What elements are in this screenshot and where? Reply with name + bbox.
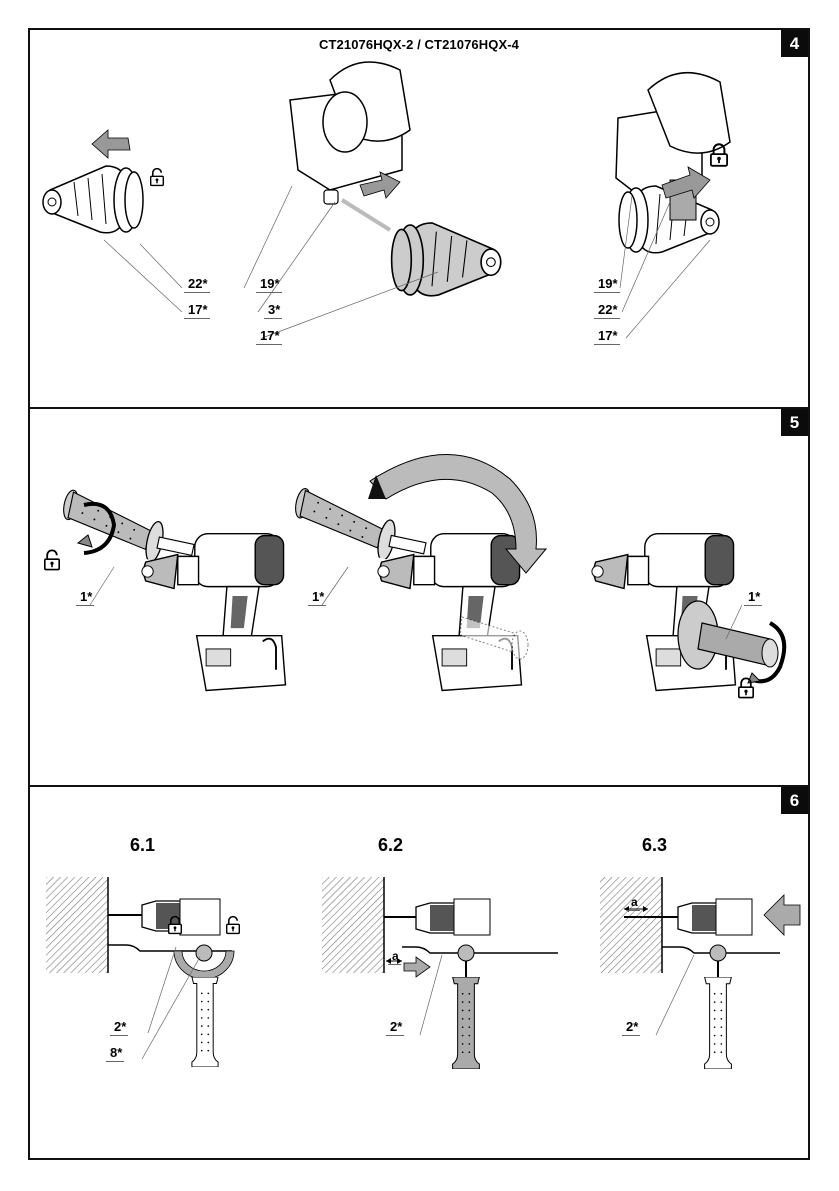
curved-arrow-icon xyxy=(368,454,548,574)
callout-2: 2* xyxy=(385,1019,405,1036)
panel-6-illustrations xyxy=(46,877,801,1069)
rotate-arrow-icon xyxy=(173,950,235,980)
chuck-figure-unlock xyxy=(42,129,183,313)
callout-2: 2* xyxy=(621,1019,641,1036)
handle-figure-tighten xyxy=(590,532,787,699)
callout-19: 19* xyxy=(256,276,282,293)
panel-5-illustrations xyxy=(44,454,787,699)
handle-figure-loosen xyxy=(44,488,287,692)
step-label-6-3: 6.3 xyxy=(642,835,668,855)
panel-6: 6 6.1 6.2 6.3 xyxy=(30,785,808,1158)
callout-17: 17* xyxy=(256,328,282,345)
callout-2: 2* xyxy=(109,1019,129,1036)
callout-22: 22* xyxy=(184,276,210,293)
model-title: CT21076HQX-2 / CT21076HQX-4 xyxy=(319,37,519,52)
step-label-6-2: 6.2 xyxy=(378,835,404,855)
handle-figure-swing xyxy=(287,454,548,692)
dimension-a xyxy=(624,906,648,912)
arrow-left-icon xyxy=(91,129,131,159)
rotate-arrow-icon xyxy=(76,502,117,555)
callout-22: 22* xyxy=(594,302,620,319)
panel-number-badge: 5 xyxy=(781,409,808,436)
panel-4: CT21076HQX-2 / CT21076HQX-4 4 xyxy=(30,30,808,407)
arrow-right-icon xyxy=(359,171,401,199)
callout-1: 1* xyxy=(743,589,763,606)
manual-page-frame: CT21076HQX-2 / CT21076HQX-4 4 xyxy=(28,28,810,1160)
unlock-icon xyxy=(44,549,60,571)
callout-1: 1* xyxy=(75,589,95,606)
panel-number-badge: 6 xyxy=(781,787,808,814)
chuck-figure-insert xyxy=(243,61,502,339)
callout-3: 3* xyxy=(263,302,283,319)
chuck-figure-lock xyxy=(615,71,731,339)
dimension-a xyxy=(386,958,402,964)
dimension-label-a: a xyxy=(388,949,401,965)
callout-17: 17* xyxy=(594,328,620,345)
lock-icon xyxy=(738,677,754,699)
panel-4-illustrations xyxy=(42,61,731,339)
unlock-icon xyxy=(226,915,240,935)
depth-stop-figure-6-2 xyxy=(322,877,558,1069)
panel-number-badge: 4 xyxy=(781,30,808,57)
depth-stop-figure-6-3 xyxy=(600,877,801,1069)
callout-19: 19* xyxy=(594,276,620,293)
panel-5: 5 xyxy=(30,407,808,785)
callout-1: 1* xyxy=(307,589,327,606)
depth-stop-figure-6-1 xyxy=(46,877,240,1067)
arrow-right-icon xyxy=(403,956,431,978)
dimension-label-a: a xyxy=(627,895,640,911)
step-label-6-1: 6.1 xyxy=(130,835,156,855)
arrow-right-icon xyxy=(661,166,711,199)
arrow-left-icon xyxy=(763,894,801,936)
unlock-icon xyxy=(150,167,164,187)
callout-17: 17* xyxy=(184,302,210,319)
callout-8: 8* xyxy=(105,1045,125,1062)
